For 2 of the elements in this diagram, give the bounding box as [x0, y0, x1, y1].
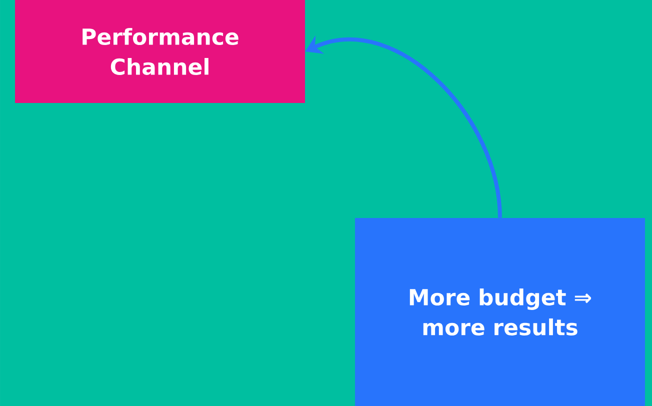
channel-box: Performance Channel — [15, 0, 305, 103]
result-box: More budget ⇒ more results — [355, 218, 645, 406]
